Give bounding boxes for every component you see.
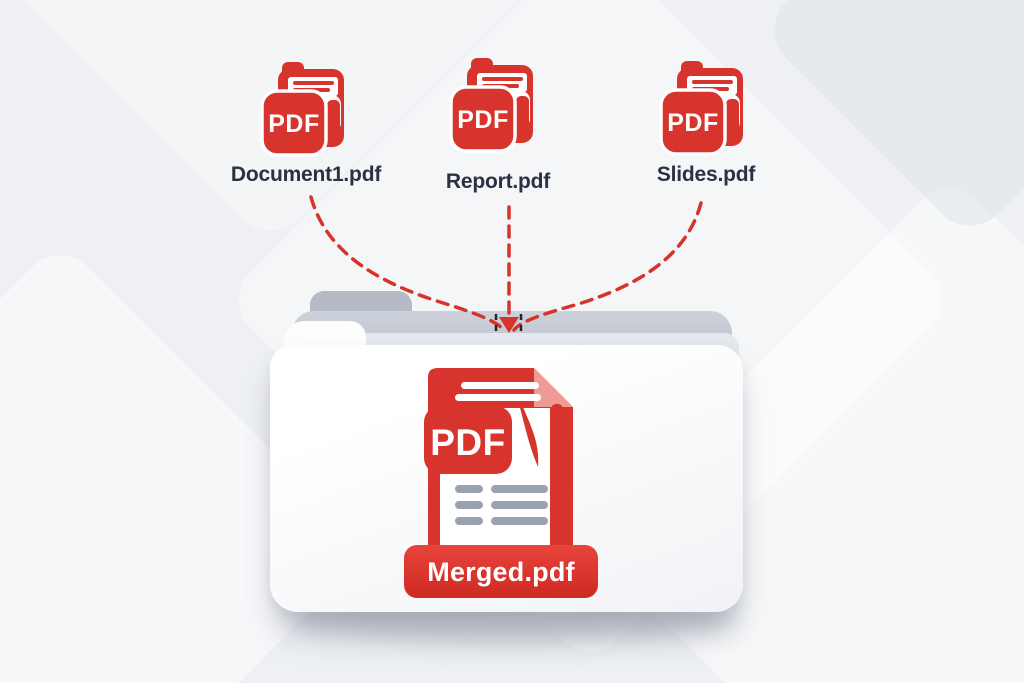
source-file-label: Slides.pdf bbox=[656, 163, 756, 186]
source-file-label: Report.pdf bbox=[445, 170, 551, 193]
document-top-line bbox=[461, 382, 539, 389]
pdf-file-icon: PDF bbox=[449, 58, 533, 153]
page-text-line bbox=[455, 501, 483, 509]
page-curl-strip bbox=[551, 404, 563, 461]
pdf-badge-label: PDF bbox=[667, 109, 719, 137]
document-top-line bbox=[455, 394, 541, 401]
merged-name-banner bbox=[404, 545, 598, 598]
page-text-line bbox=[491, 501, 548, 509]
pdf-badge-label: PDF bbox=[268, 110, 320, 138]
pdf-badge-label: PDF bbox=[457, 106, 509, 134]
page-curl-wedge bbox=[520, 407, 539, 467]
pdf-badge-label: PDF bbox=[430, 422, 506, 463]
pdf-file-icon: PDF bbox=[659, 61, 743, 156]
pdf-badge bbox=[424, 406, 512, 474]
merged-pdf-file-icon: PDF Merged.pdf bbox=[404, 368, 598, 598]
folded-corner bbox=[534, 368, 573, 407]
page-text-line bbox=[491, 485, 548, 493]
source-file-label: Document1.pdf bbox=[230, 163, 382, 186]
page-text-line bbox=[455, 517, 483, 525]
pdf-file-icon: PDF bbox=[260, 62, 344, 157]
page-text-line bbox=[455, 485, 483, 493]
page-text-line bbox=[491, 517, 548, 525]
merged-file-label: Merged.pdf bbox=[427, 557, 575, 587]
